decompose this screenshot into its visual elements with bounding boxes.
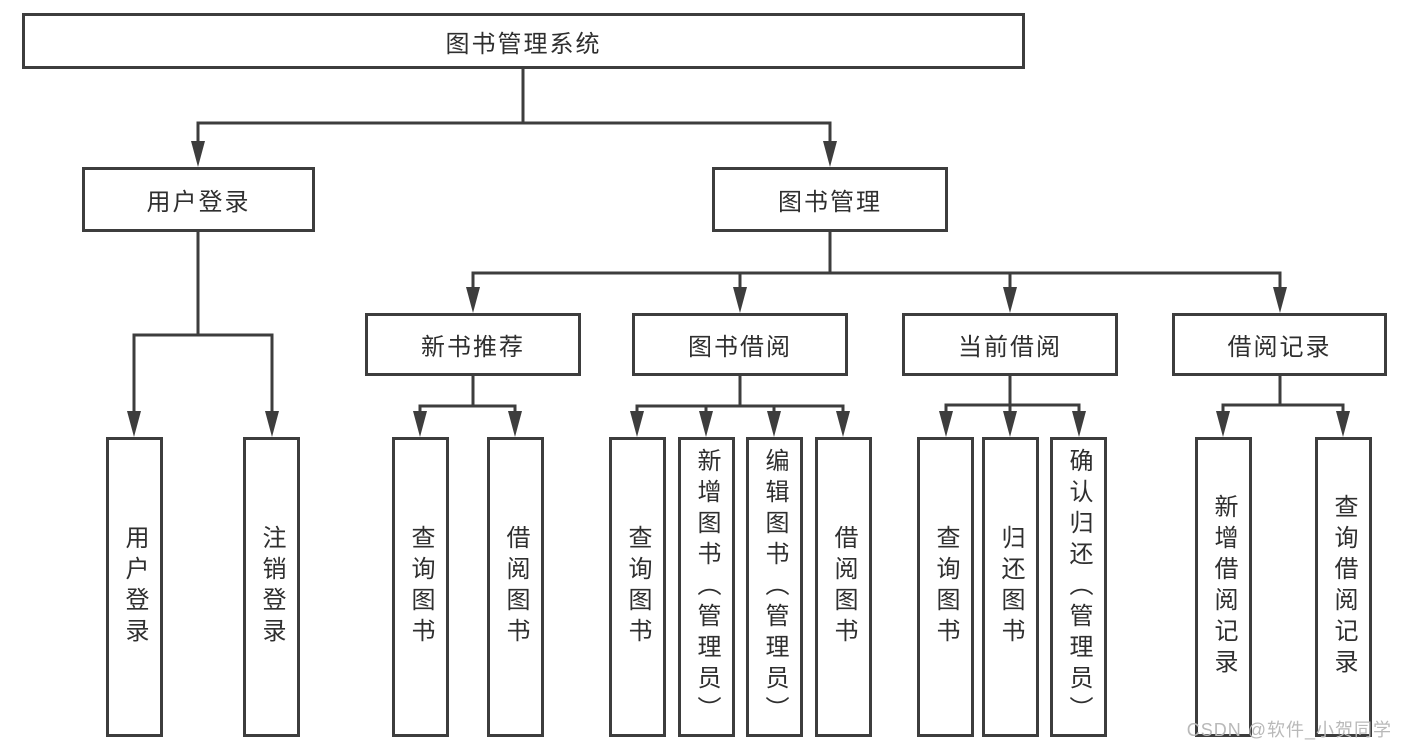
connector-current-children: [944, 376, 1081, 416]
leaf-query-books-current: 查询图书: [917, 437, 974, 737]
arrowhead-icon: [733, 287, 747, 313]
arrowhead-icon: [699, 411, 713, 437]
arrowhead-icon: [191, 141, 205, 167]
leaf-add-books-admin: 新增图书（管理员）: [678, 437, 735, 737]
leaf-edit-books-admin: 编辑图书（管理员）: [746, 437, 803, 737]
leaf-query-borrow-record: 查询借阅记录: [1315, 437, 1372, 737]
node-new-book-recommendation: 新书推荐: [365, 313, 581, 376]
arrowhead-icon: [127, 411, 141, 437]
connector-bookborrow-children: [635, 376, 845, 416]
node-book-management: 图书管理: [712, 167, 948, 232]
arrowhead-icon: [1336, 411, 1350, 437]
arrowhead-icon: [466, 287, 480, 313]
arrowhead-icons: [127, 141, 1350, 437]
leaf-user-login: 用户登录: [106, 437, 163, 737]
node-current-borrowing: 当前借阅: [902, 313, 1118, 376]
leaf-borrow-books-borrowing: 借阅图书: [815, 437, 872, 737]
connector-root-children: [196, 69, 832, 146]
arrowhead-icon: [413, 411, 427, 437]
arrowhead-icon: [1216, 411, 1230, 437]
connector-newbook-children: [418, 376, 517, 416]
arrowhead-icon: [1072, 411, 1086, 437]
leaf-add-borrow-record: 新增借阅记录: [1195, 437, 1252, 737]
arrowhead-icon: [1273, 287, 1287, 313]
csdn-watermark: CSDN @软件_小贺同学: [1186, 720, 1392, 740]
leaf-return-books: 归还图书: [982, 437, 1039, 737]
leaf-query-books-borrowing: 查询图书: [609, 437, 666, 737]
arrowhead-icon: [1003, 287, 1017, 313]
leaf-logout: 注销登录: [243, 437, 300, 737]
arrowhead-icon: [767, 411, 781, 437]
arrowhead-icon: [1003, 411, 1017, 437]
leaf-borrow-books-recommend: 借阅图书: [487, 437, 544, 737]
arrowhead-icon: [836, 411, 850, 437]
connector-userlogin-children: [132, 232, 274, 416]
arrowhead-icon: [265, 411, 279, 437]
arrowhead-icon: [508, 411, 522, 437]
node-borrowing-records: 借阅记录: [1172, 313, 1387, 376]
leaf-query-books-recommend: 查询图书: [392, 437, 449, 737]
connector-records-children: [1221, 376, 1345, 416]
leaf-confirm-return-admin: 确认归还（管理员）: [1050, 437, 1107, 737]
node-library-management-system: 图书管理系统: [22, 13, 1025, 69]
arrowhead-icon: [939, 411, 953, 437]
connector-bookmgmt-children: [471, 232, 1282, 292]
arrowhead-icon: [823, 141, 837, 167]
node-user-login: 用户登录: [82, 167, 315, 232]
arrowhead-icon: [630, 411, 644, 437]
node-book-borrowing: 图书借阅: [632, 313, 848, 376]
